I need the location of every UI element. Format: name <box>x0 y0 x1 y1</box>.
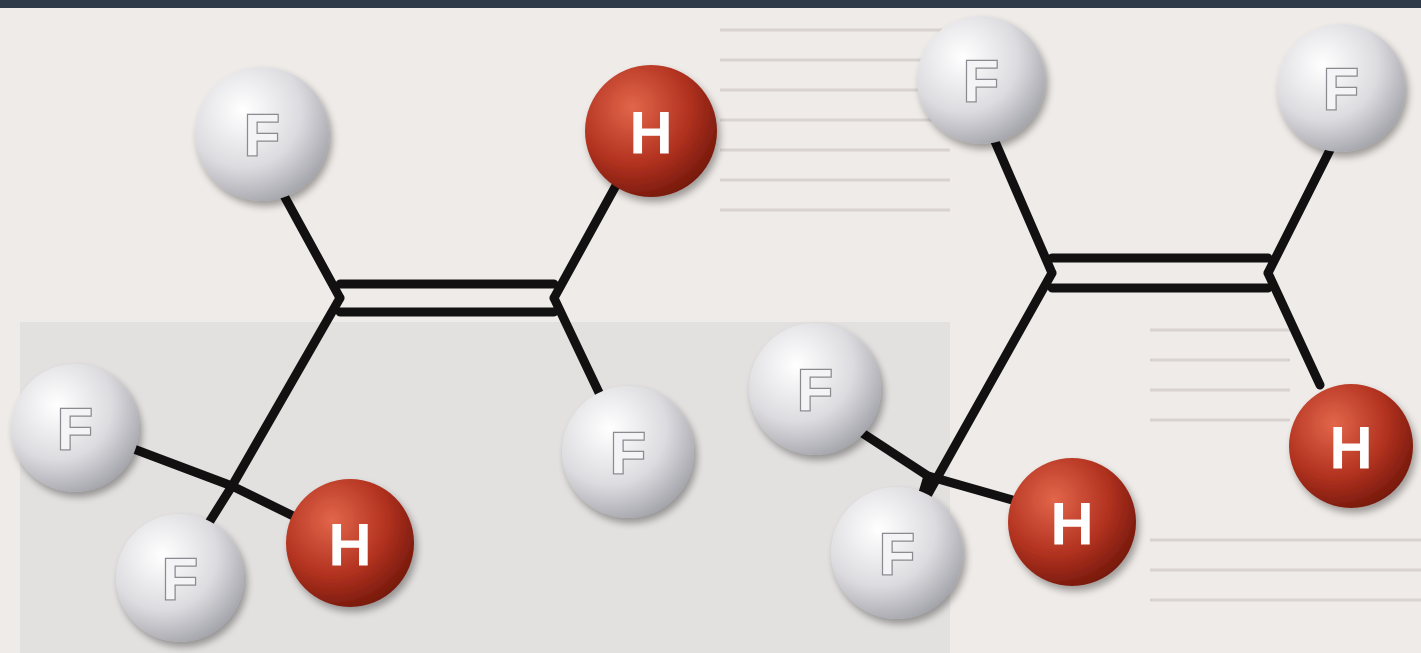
fluorine-atom: F <box>749 323 881 455</box>
atoms-left: F H F F F H <box>11 65 717 642</box>
svg-text:F: F <box>244 104 279 169</box>
svg-text:F: F <box>1323 58 1358 123</box>
fluorine-atom: F <box>11 364 139 492</box>
top-dark-band <box>0 0 1421 8</box>
hydrogen-atom: H <box>286 479 414 607</box>
svg-text:H: H <box>1329 415 1372 482</box>
hydrogen-atom: H <box>585 65 717 197</box>
svg-text:H: H <box>328 512 371 579</box>
fluorine-atom: F <box>1277 24 1405 152</box>
bond-c1-c3 <box>923 268 1057 499</box>
fluorine-atom: F <box>831 487 963 619</box>
bond-c2-f2 <box>1263 135 1340 278</box>
svg-text:H: H <box>1050 491 1093 558</box>
svg-text:F: F <box>963 50 998 115</box>
hydrogen-atom: H <box>1289 384 1413 508</box>
background-text-lines <box>720 28 1421 602</box>
svg-text:F: F <box>162 548 197 613</box>
svg-text:H: H <box>629 100 672 167</box>
svg-text:F: F <box>797 359 832 424</box>
svg-text:F: F <box>57 398 92 463</box>
bond-c1-f1 <box>985 125 1057 278</box>
molecule-left: F H F F F H <box>11 65 717 642</box>
hydrogen-atom: H <box>1008 458 1136 586</box>
atoms-right: F F H F F H <box>749 16 1413 619</box>
bond-c2-h1 <box>1263 268 1325 390</box>
svg-text:F: F <box>610 422 645 487</box>
bond-c1-c3 <box>227 293 345 491</box>
svg-text:F: F <box>879 523 914 588</box>
molecule-right: F F H F F H <box>749 16 1413 619</box>
fluorine-atom: F <box>116 514 244 642</box>
fluorine-atom: F <box>917 16 1045 144</box>
fluorine-atom: F <box>195 67 329 201</box>
fluorine-atom: F <box>562 386 694 518</box>
